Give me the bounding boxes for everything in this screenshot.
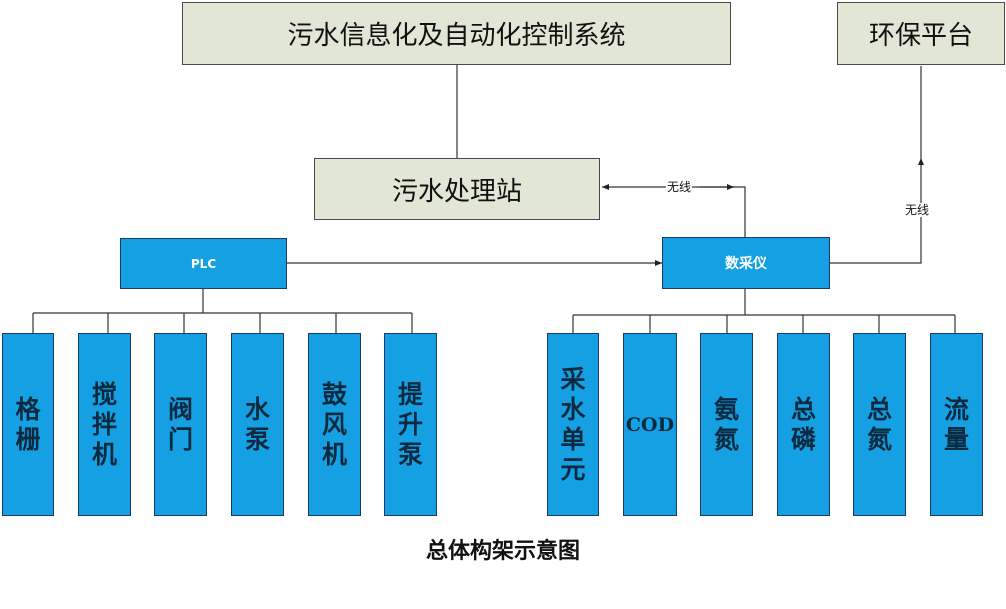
sensor-label: 总磷: [790, 394, 816, 454]
sensor-ammonia-nitrogen: 氨氮: [700, 333, 753, 516]
sensor-total-nitrogen: 总氮: [853, 333, 906, 516]
sensor-sampling-unit: 采水单元: [547, 333, 599, 516]
wireless-label-platform: 无线: [904, 203, 931, 217]
treatment-station-box: 污水处理站: [314, 158, 600, 220]
device-label: 鼓风机: [321, 379, 347, 469]
device-blower: 鼓风机: [308, 333, 361, 516]
device-lift-pump: 提升泵: [384, 333, 437, 516]
device-valve: 阀门: [154, 333, 207, 516]
sensor-label: 氨氮: [713, 394, 739, 454]
device-label: 阀门: [167, 394, 193, 454]
env-platform-box: 环保平台: [837, 2, 1005, 65]
plc-box: PLC: [120, 238, 287, 289]
sensor-label: COD: [625, 413, 675, 436]
device-grille: 格栅: [2, 333, 54, 516]
device-mixer: 搅拌机: [78, 333, 131, 516]
collector-to-station-arrow: [602, 184, 746, 237]
device-label: 格栅: [15, 394, 41, 454]
sensor-label: 总氮: [866, 394, 892, 454]
sensor-label: 采水单元: [560, 364, 586, 484]
sensor-flow: 流量: [930, 333, 983, 516]
wireless-label-station: 无线: [666, 180, 693, 194]
collector-to-platform-arrow: [830, 158, 924, 264]
control-system-box: 污水信息化及自动化控制系统: [182, 2, 731, 65]
device-label: 搅拌机: [91, 379, 117, 469]
diagram-caption: 总体构架示意图: [425, 539, 580, 564]
sensor-cod: COD: [623, 333, 677, 516]
data-collector-box: 数采仪: [662, 237, 830, 289]
device-label: 水泵: [244, 394, 270, 454]
device-water-pump: 水泵: [231, 333, 284, 516]
device-label: 提升泵: [397, 379, 423, 469]
sensor-label: 流量: [943, 394, 969, 454]
sensor-total-phosphorus: 总磷: [777, 333, 830, 516]
